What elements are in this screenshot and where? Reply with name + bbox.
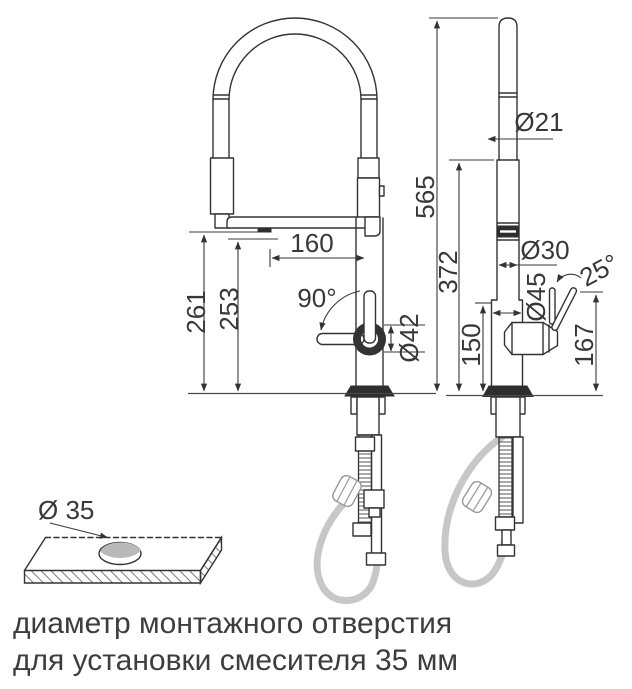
countertop-front-face <box>23 569 202 584</box>
under-counter-side <box>441 396 526 588</box>
caption-line-2: для установки смесителя 35 мм <box>13 644 458 677</box>
dim-base-diameter: Ø45 <box>521 272 551 321</box>
supply-valve-side <box>461 480 493 514</box>
front-view <box>209 17 395 397</box>
dim-aerator-height: 253 <box>214 287 244 330</box>
caption-line-1: диаметр монтажного отверстия <box>13 607 452 640</box>
side-view <box>482 17 578 397</box>
dim-handle-angle: 25° <box>575 248 624 293</box>
base-flange-front <box>344 385 395 397</box>
dim-total-height: 565 <box>410 175 440 218</box>
base-flange-side <box>482 385 534 397</box>
handle-reference-rod <box>548 287 556 325</box>
aerator <box>257 227 272 233</box>
spray-release-button <box>378 185 385 197</box>
dim-spout-reach: 160 <box>290 228 333 258</box>
dim-handle-top-height: 167 <box>569 323 599 366</box>
supply-valve-front <box>332 474 362 508</box>
handle-front <box>316 290 386 356</box>
dim-handle-hub-diameter: Ø42 <box>394 313 424 362</box>
dim-dock-height: 372 <box>433 250 463 293</box>
handle-lever-side <box>551 287 578 332</box>
dim-swivel-angle: 90° <box>297 283 336 313</box>
countertop-hole-diagram: Ø 35 <box>23 495 223 586</box>
dim-spout-tube-diameter: Ø21 <box>514 107 563 137</box>
dim-body-diameter: Ø30 <box>520 235 569 265</box>
dim-spout-height: 261 <box>181 290 211 333</box>
countertop-side-face <box>199 535 223 586</box>
spray-head <box>209 157 235 215</box>
threaded-shank-side <box>498 436 513 518</box>
spout-bar <box>226 216 379 229</box>
caption: диаметр монтажного отверстия для установ… <box>13 607 458 677</box>
dim-hole-diameter: Ø 35 <box>38 495 94 525</box>
flex-hose-front <box>313 499 381 604</box>
mounting-plate <box>512 436 524 524</box>
front-dimensions: 160 261 253 90° Ø42 <box>181 228 425 392</box>
under-counter-front <box>313 396 387 604</box>
dim-body-height: 150 <box>456 323 486 366</box>
